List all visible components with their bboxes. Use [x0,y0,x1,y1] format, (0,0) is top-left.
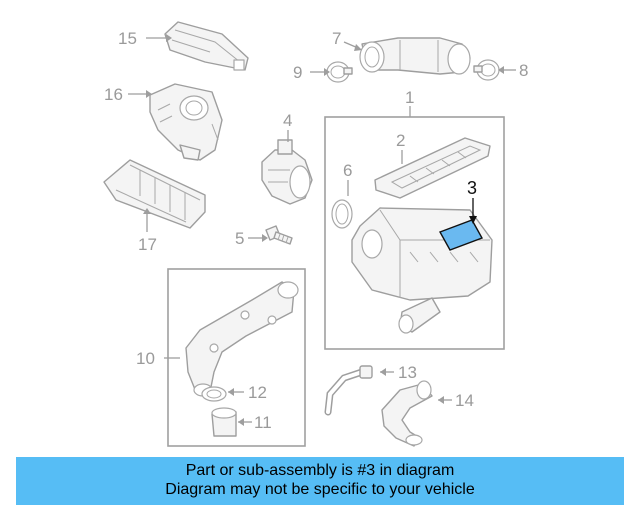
part-16-resonator[interactable] [149,83,223,161]
callout-13: 13 [398,363,417,382]
info-banner: Part or sub-assembly is #3 in diagram Di… [16,457,624,505]
callout-11: 11 [254,413,272,432]
callout-10: 10 [136,349,155,368]
part-11-coupler[interactable] [211,407,237,437]
part-3-air-filter[interactable] [438,219,484,251]
air-cleaner-assembly-frame [324,116,505,350]
part-7-intake-hose[interactable] [359,37,471,75]
banner-line-2: Diagram may not be specific to your vehi… [165,481,475,498]
part-13-breather-pipe[interactable] [324,365,373,416]
part-17-air-duct[interactable] [103,159,206,229]
callout-15: 15 [118,29,137,48]
part-10-intake-tube[interactable] [185,281,299,397]
callout-14: 14 [455,391,474,410]
callout-5: 5 [235,229,244,248]
callout-2: 2 [396,131,405,150]
part-6-gasket[interactable] [331,199,353,229]
callout-17: 17 [138,235,157,254]
part-15-resonator-cover[interactable] [164,21,249,71]
banner-line-1: Part or sub-assembly is #3 in diagram [185,462,455,479]
callout-8: 8 [519,61,528,80]
part-2-upper-cover[interactable] [374,137,491,199]
part-5-bolt[interactable] [265,225,293,245]
callout-16: 16 [104,85,123,104]
callout-7: 7 [332,29,341,48]
part-12-clamp[interactable] [201,386,227,402]
callout-12: 12 [248,383,267,402]
callout-3: 3 [467,178,477,198]
part-9-hose-clamp[interactable] [326,61,353,83]
callout-6: 6 [343,161,352,180]
part-14-hose[interactable] [381,380,433,447]
part-8-hose-clamp[interactable] [473,59,500,81]
callout-1: 1 [405,88,414,107]
callout-9: 9 [293,63,302,82]
part-4-mass-air-flow-sensor[interactable] [261,139,313,205]
parts-diagram: 15 16 17 4 5 [103,21,528,447]
callout-4: 4 [283,111,292,130]
